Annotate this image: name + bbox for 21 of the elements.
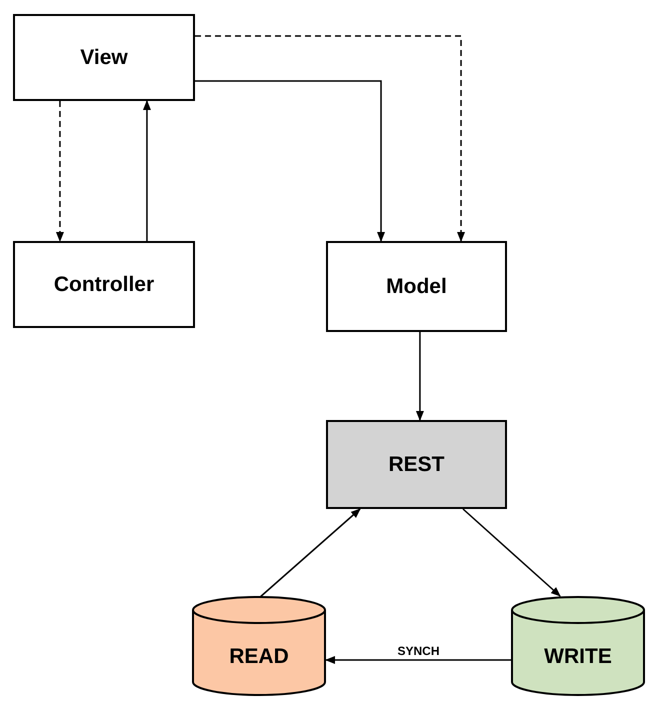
arrow [462, 508, 561, 597]
node-label: WRITE [544, 644, 612, 670]
database-cylinder [192, 596, 326, 696]
process-box [13, 14, 195, 101]
node-label: READ [229, 644, 289, 670]
node-label: Model [386, 274, 447, 300]
arrow [195, 35, 466, 242]
process-box [326, 420, 507, 509]
node-label: View [80, 44, 128, 71]
node-label: REST [388, 452, 444, 478]
arrow [142, 100, 151, 241]
database-cylinder [511, 596, 645, 696]
arrow [258, 508, 361, 599]
process-box [326, 241, 507, 332]
node-label: Controller [54, 272, 154, 298]
arrow [325, 656, 511, 664]
edge-label: SYNCH [396, 645, 441, 657]
process-box [13, 241, 195, 328]
arrow [56, 101, 64, 242]
arrow [195, 80, 386, 242]
arrow [416, 332, 424, 421]
